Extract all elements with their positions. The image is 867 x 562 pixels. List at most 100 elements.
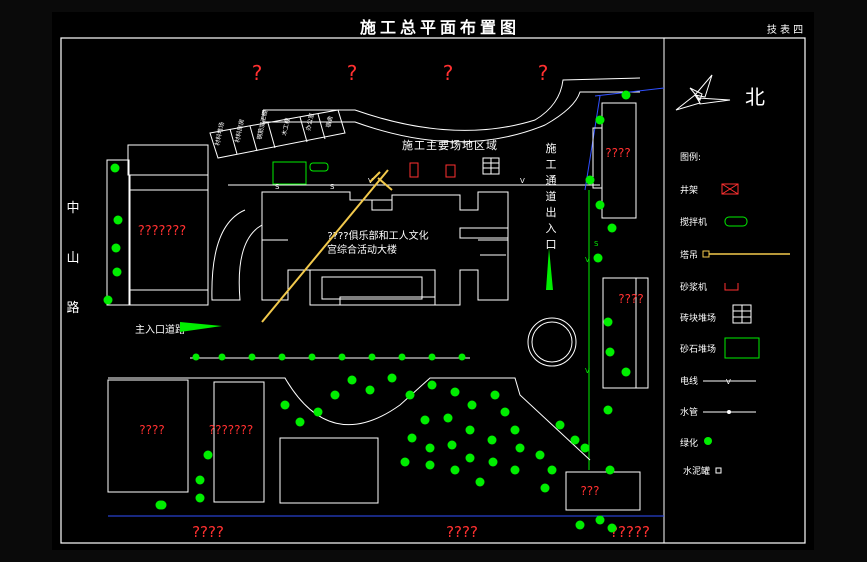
tree-dot (195, 475, 205, 485)
top-mark-1: ? (252, 61, 263, 85)
tree-dot (203, 450, 213, 460)
legend-label-power: 电线 (680, 375, 698, 387)
hoist-frame-2 (409, 162, 419, 178)
water-symbol-1: S (275, 183, 280, 191)
sand-yard-icon (724, 337, 760, 359)
shed-label-5: 办公室 (304, 112, 316, 131)
tree-dot (398, 353, 406, 361)
site-area-label: 施工主要场地区域 (402, 138, 498, 152)
svg-text:通: 通 (546, 174, 557, 187)
tree-dot (103, 295, 113, 305)
svg-text:工: 工 (546, 158, 557, 171)
bottom-right-mark: ??? (580, 484, 599, 498)
mixer-icon (724, 216, 748, 227)
tree-dot (465, 425, 475, 435)
water-symbol-3: S (594, 240, 599, 248)
bottom-left-mark-1: ???? (139, 423, 164, 437)
tree-dot (450, 387, 460, 397)
tree-dot (278, 353, 286, 361)
tree-dot (248, 353, 256, 361)
legend-label-mortar: 砂浆机 (680, 281, 707, 293)
tree-dot (157, 500, 167, 510)
svg-text:口: 口 (546, 238, 557, 251)
right-building-1 (592, 102, 637, 219)
tree-dot (425, 443, 435, 453)
tree-dot (605, 465, 615, 475)
tree-dot (407, 433, 417, 443)
main-entrance-label: 主入口道路 (135, 323, 185, 336)
tree-dot (585, 175, 595, 185)
main-entrance-arrow (180, 322, 222, 332)
bottom-left-block (107, 377, 641, 511)
entrance-arrow (546, 248, 553, 290)
tree-dot (535, 450, 545, 460)
tree-dot (113, 215, 123, 225)
water-pipe-icon (703, 410, 756, 414)
power-symbol-3: V (585, 256, 590, 264)
tree-dot (111, 243, 121, 253)
mixer (309, 162, 329, 172)
drawing-border (60, 37, 806, 544)
tree-dot (510, 425, 520, 435)
tree-dot (428, 353, 436, 361)
tree-dot (465, 453, 475, 463)
tree-dot (218, 353, 226, 361)
legend-label-mixer: 搅拌机 (680, 216, 707, 228)
hoist-frame-1 (445, 164, 456, 178)
power-line-symbol: V (726, 378, 731, 386)
legend-label-water: 水管 (680, 406, 698, 418)
road-char-2: 山 (66, 251, 79, 266)
tree-dot (467, 400, 477, 410)
construction-entrance-label: 施 工 通 道 出 入 口 (546, 142, 557, 251)
tree-dot (313, 407, 323, 417)
legend-label-greenery: 绿化 (680, 437, 698, 449)
right-building-2-mark: ???? (618, 292, 643, 306)
main-building (261, 191, 509, 306)
legend-label-cement: 水泥罐 (683, 465, 710, 477)
sand-yard (272, 161, 307, 185)
tree-dot (607, 523, 617, 533)
main-building-label-2: 宫综合活动大楼 (327, 243, 397, 256)
tree-dot (425, 460, 435, 470)
tree-dot (112, 267, 122, 277)
tree-dot (387, 373, 397, 383)
cement-tank-icon (715, 467, 722, 474)
tree-dot (427, 380, 437, 390)
tree-dot (338, 353, 346, 361)
tree-dot (192, 353, 200, 361)
right-building-1-mark: ???? (605, 146, 630, 160)
tree-dot (330, 390, 340, 400)
tree-dot (368, 353, 376, 361)
tree-dot (475, 477, 485, 487)
tree-dot (593, 253, 603, 263)
tree-dot (295, 417, 305, 427)
road-char-1: 中 (66, 201, 79, 216)
tree-dot (447, 440, 457, 450)
left-building (106, 144, 209, 306)
tree-dot (400, 457, 410, 467)
tree-dot (458, 353, 466, 361)
tree-dot (595, 515, 605, 525)
tree-dot (515, 443, 525, 453)
tree-dot (621, 90, 631, 100)
greenery (103, 90, 631, 533)
tree-dot (490, 390, 500, 400)
bottom-mark-2: ???? (446, 523, 478, 541)
brick-yard-icon (732, 304, 752, 324)
tree-dot (575, 520, 585, 530)
legend-label-hoist: 井架 (680, 184, 698, 196)
tree-dot (555, 420, 565, 430)
tower-crane-icon (702, 250, 790, 258)
tree-dot (547, 465, 557, 475)
storage-sheds (209, 109, 346, 159)
tree-dot (450, 465, 460, 475)
tree-dot (365, 385, 375, 395)
tree-dot (580, 443, 590, 453)
legend-label-brick: 砖块堆场 (680, 312, 716, 324)
tree-dot (605, 347, 615, 357)
top-curved-building (262, 77, 641, 143)
tree-dot (443, 413, 453, 423)
hoist-frame-icon (721, 183, 739, 195)
bottom-mark-3: ????? (610, 523, 650, 541)
sheet-label: 技 表 四 (767, 23, 803, 36)
